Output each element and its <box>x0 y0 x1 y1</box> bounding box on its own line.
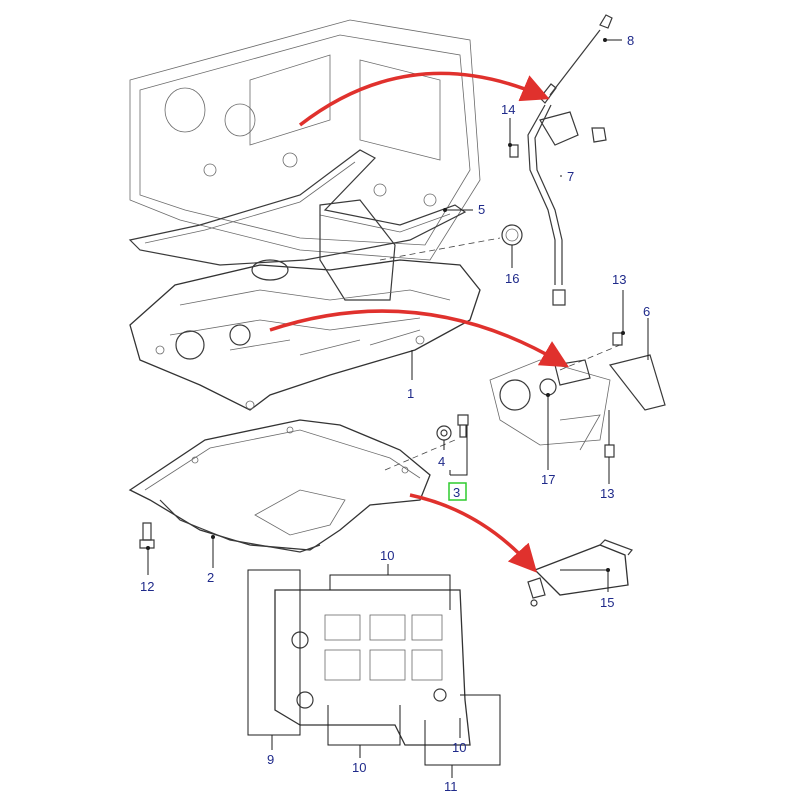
callout-11: 11 <box>444 779 458 794</box>
callout-1: 1 <box>407 386 414 401</box>
guide-lines <box>379 237 621 471</box>
dipstick-assembly <box>509 14 613 306</box>
callout-14: 14 <box>501 102 515 117</box>
callout-12: 12 <box>140 579 154 594</box>
callout-9: 9 <box>267 752 274 767</box>
oil-pump-assembly <box>489 332 666 458</box>
callout-4: 4 <box>438 454 445 469</box>
upper-oil-pan <box>129 199 481 411</box>
callout-10-right: 10 <box>452 740 466 755</box>
callouts: 8 14 7 5 16 13 6 1 4 17 13 3 10 2 12 15 … <box>140 33 650 794</box>
callout-16: 16 <box>505 271 519 286</box>
callout-2: 2 <box>207 570 214 585</box>
callout-17: 17 <box>541 472 555 487</box>
drain-plug <box>436 414 469 441</box>
callout-7: 7 <box>567 169 574 184</box>
gasket <box>128 149 467 266</box>
sealant-tube <box>527 539 633 607</box>
callout-6: 6 <box>643 304 650 319</box>
callout-3-highlight-box <box>448 482 467 501</box>
callout-3: 3 <box>453 485 460 500</box>
callout-5: 5 <box>478 202 485 217</box>
callout-13-bottom: 13 <box>600 486 614 501</box>
callout-15: 15 <box>600 595 614 610</box>
seal <box>501 224 523 246</box>
callout-10-top: 10 <box>380 548 394 563</box>
red-arrow-3 <box>409 493 538 573</box>
callout-8: 8 <box>627 33 634 48</box>
callout-13-top: 13 <box>612 272 626 287</box>
red-arrow-2 <box>269 309 570 368</box>
red-arrows <box>269 71 570 573</box>
pan-bolt <box>139 522 155 549</box>
bottom-view-pan <box>274 589 471 746</box>
red-arrow-1 <box>298 71 550 127</box>
leader-lines <box>146 38 649 778</box>
callout-10-bottom: 10 <box>352 760 366 775</box>
engine-block <box>129 19 481 261</box>
lower-oil-pan <box>128 419 431 553</box>
